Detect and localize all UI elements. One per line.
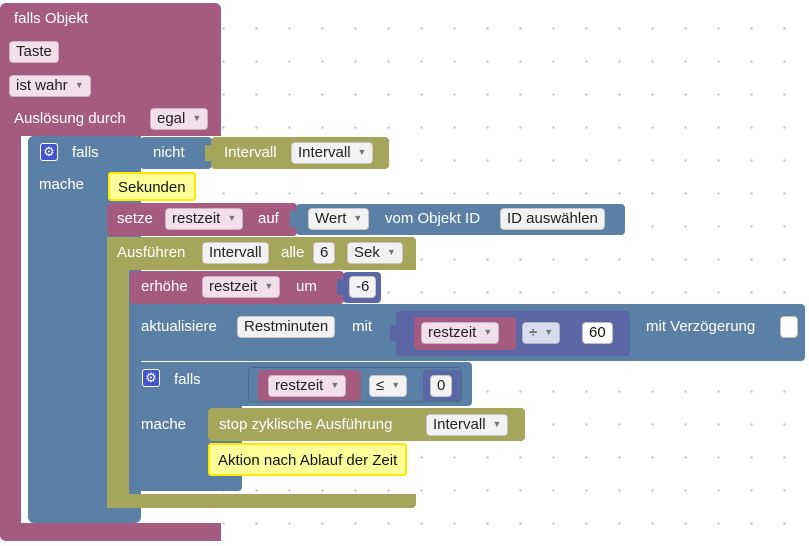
comment-seconds[interactable]: Sekunden <box>108 172 196 201</box>
value-type-value: Wert <box>315 210 347 227</box>
dropdown-arrow-icon: ▼ <box>483 327 493 337</box>
delay-checkbox[interactable] <box>780 316 798 338</box>
stop-label: stop zyklische Ausführung <box>219 416 393 433</box>
dropdown-arrow-icon: ▼ <box>391 380 401 390</box>
every-label: alle <box>281 244 305 261</box>
trigger-condition-dropdown[interactable]: ist wahr ▼ <box>9 75 91 97</box>
interval-unit-value: Sek <box>354 244 380 261</box>
set-to-label: auf <box>258 210 279 227</box>
update-with-label: mit <box>352 318 372 335</box>
input-notch <box>390 325 398 341</box>
dropdown-arrow-icon: ▼ <box>227 213 237 223</box>
increment-variable-value: restzeit <box>209 278 258 295</box>
input-notch <box>337 279 345 295</box>
compare-variable-dropdown[interactable]: restzeit ▼ <box>268 375 347 397</box>
input-notch <box>571 325 579 341</box>
interval-check-value: Intervall <box>298 144 351 161</box>
set-variable-dropdown[interactable]: restzeit ▼ <box>165 208 244 230</box>
dropdown-arrow-icon: ▼ <box>264 281 274 291</box>
not-block[interactable] <box>140 137 212 169</box>
compare-operator-value: ≤ <box>376 377 385 394</box>
stop-interval-value: Intervall <box>433 416 486 433</box>
dropdown-arrow-icon: ▼ <box>330 380 340 390</box>
interval-count-field[interactable]: 6 <box>313 242 336 264</box>
from-object-label: vom Objekt ID <box>385 210 481 227</box>
input-notch <box>134 145 142 161</box>
increment-label: erhöhe <box>141 278 188 295</box>
input-notch <box>205 145 213 161</box>
dropdown-arrow-icon: ▼ <box>357 147 367 157</box>
trigger-source-dropdown[interactable]: egal ▼ <box>150 108 209 130</box>
value-type-dropdown[interactable]: Wert ▼ <box>308 208 370 230</box>
math-variable-value: restzeit <box>428 324 477 341</box>
increment-by-label: um <box>296 278 317 295</box>
math-operand-field[interactable]: 60 <box>582 322 613 344</box>
interval-block-spine <box>107 237 129 508</box>
dropdown-arrow-icon: ▼ <box>74 80 84 90</box>
math-variable-dropdown[interactable]: restzeit ▼ <box>421 322 500 344</box>
if-do-label: mache <box>39 176 85 193</box>
interval-name-field[interactable]: Intervall <box>202 242 269 264</box>
increment-variable-dropdown[interactable]: restzeit ▼ <box>202 276 281 298</box>
update-label: aktualisiere <box>141 318 217 335</box>
stop-interval-dropdown[interactable]: Intervall ▼ <box>426 414 509 436</box>
trigger-object-field[interactable]: Taste <box>9 41 59 63</box>
dropdown-arrow-icon: ▼ <box>492 419 502 429</box>
input-notch <box>290 211 298 227</box>
object-id-selector[interactable]: ID auswählen <box>500 208 605 230</box>
not-label: nicht <box>153 144 185 161</box>
increment-value-field[interactable]: -6 <box>349 276 377 298</box>
gear-icon[interactable]: ⚙ <box>40 143 58 161</box>
gear-icon[interactable]: ⚙ <box>142 369 160 387</box>
if2-label: falls <box>174 371 201 388</box>
if-label: falls <box>72 144 99 161</box>
compare-variable-value: restzeit <box>275 377 324 394</box>
interval-check-dropdown[interactable]: Intervall ▼ <box>291 142 374 164</box>
math-operator-dropdown[interactable]: ÷▼ <box>522 322 561 344</box>
dropdown-arrow-icon: ▼ <box>353 213 363 223</box>
trigger-source-label: Auslösung durch <box>14 110 126 127</box>
dropdown-arrow-icon: ▼ <box>192 113 202 123</box>
interval-block-bottom <box>107 494 416 508</box>
dropdown-arrow-icon: ▼ <box>386 247 396 257</box>
trigger-block-bottom-bar <box>21 523 221 539</box>
set-label: setze <box>117 210 153 227</box>
dropdown-arrow-icon: ▼ <box>544 327 554 337</box>
compare-value-field[interactable]: 0 <box>430 375 453 397</box>
update-target-field[interactable]: Restminuten <box>237 316 336 338</box>
interval-unit-dropdown[interactable]: Sek ▼ <box>347 242 403 264</box>
execute-label: Ausführen <box>117 244 186 261</box>
compare-operator-dropdown[interactable]: ≤▼ <box>369 375 408 397</box>
trigger-source-value: egal <box>157 110 186 127</box>
comment-action-after-timeout[interactable]: Aktion nach Ablauf der Zeit <box>208 443 408 476</box>
if2-do-label: mache <box>141 416 187 433</box>
set-variable-value: restzeit <box>172 210 221 227</box>
trigger-condition-value: ist wahr <box>16 77 68 94</box>
math-operator-value: ÷ <box>529 324 538 341</box>
interval-check-label: Intervall <box>224 144 277 161</box>
delay-label: mit Verzögerung <box>646 318 756 335</box>
trigger-title: falls Objekt <box>14 10 89 27</box>
